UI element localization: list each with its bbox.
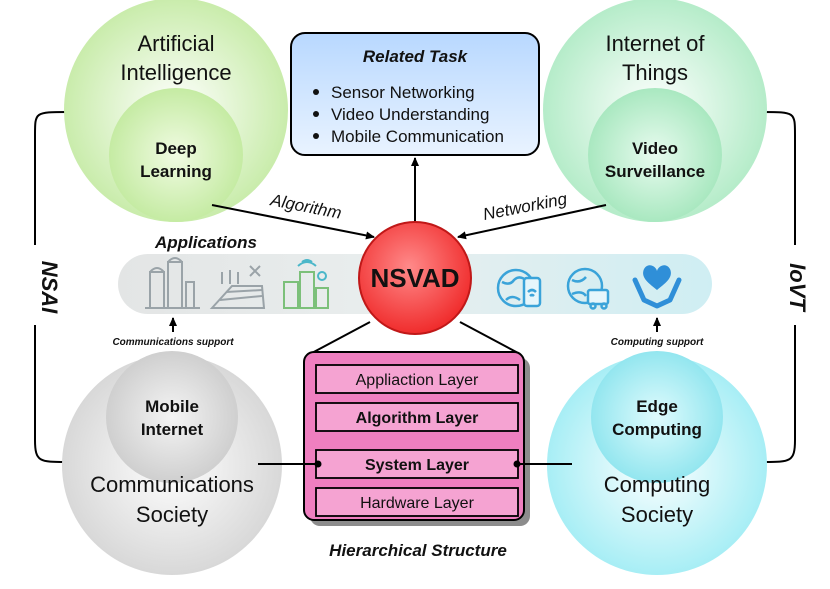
video-surveillance-line2: Surveillance <box>605 162 705 181</box>
iot-circle: Internet of Things Video Surveillance <box>543 0 767 222</box>
networking-arrow <box>457 204 607 240</box>
deep-learning-line2: Learning <box>140 162 212 181</box>
nsvad-node: NSVAD <box>358 221 472 335</box>
iot-label-line2: Things <box>622 60 688 85</box>
factory-icon <box>145 257 200 309</box>
networking-label: Networking <box>481 189 569 224</box>
side-label-right: IoVT <box>785 263 810 312</box>
care-heart-icon <box>632 265 682 309</box>
computing-label-line1: Computing <box>604 472 710 497</box>
related-task-title: Related Task <box>363 47 469 66</box>
deep-learning-line1: Deep <box>155 139 197 158</box>
layer-label: System Layer <box>365 457 469 474</box>
mobile-internet-line2: Internet <box>141 420 204 439</box>
layer-label: Hardware Layer <box>360 495 475 512</box>
communications-support-label: Communications support <box>112 337 234 348</box>
related-task-item: Mobile Communication <box>331 127 504 146</box>
iot-label-line1: Internet of <box>605 31 705 56</box>
related-task-box: Related Task Sensor Networking Video Und… <box>290 32 540 156</box>
communications-label-line1: Communications <box>90 472 254 497</box>
hierarchy-title: Hierarchical Structure <box>329 541 507 560</box>
related-task-item: Video Understanding <box>331 105 489 124</box>
communications-circle: Mobile Internet Communications Society <box>62 351 282 575</box>
computing-circle: Edge Computing Computing Society <box>547 351 767 575</box>
edge-computing-line2: Computing <box>612 420 702 439</box>
communications-label-line2: Society <box>136 502 208 527</box>
computing-label-line2: Society <box>621 502 693 527</box>
related-task-item: Sensor Networking <box>331 83 475 102</box>
computing-support-label: Computing support <box>611 337 704 348</box>
layer-label: Appliaction Layer <box>356 372 479 389</box>
ai-circle: Artificial Intelligence Deep Learning <box>64 0 288 222</box>
applications-title: Applications <box>154 233 257 252</box>
nsvad-label: NSVAD <box>370 263 459 293</box>
ai-label-line2: Intelligence <box>120 60 231 85</box>
side-label-left: NSAI <box>37 261 62 314</box>
ai-label-line1: Artificial <box>137 31 214 56</box>
smart-city-icon <box>283 259 329 309</box>
mobile-internet-line1: Mobile <box>145 397 199 416</box>
hierarchy-stack: Appliaction Layer Algorithm Layer System… <box>303 321 530 526</box>
farm-icon <box>209 265 266 309</box>
globe-logistics-icon <box>566 267 610 310</box>
video-surveillance-line1: Video <box>632 139 678 158</box>
algorithm-arrow <box>211 204 375 240</box>
layer-label: Algorithm Layer <box>356 410 479 427</box>
mobile-globe-icon <box>496 268 542 308</box>
edge-computing-line1: Edge <box>636 397 678 416</box>
